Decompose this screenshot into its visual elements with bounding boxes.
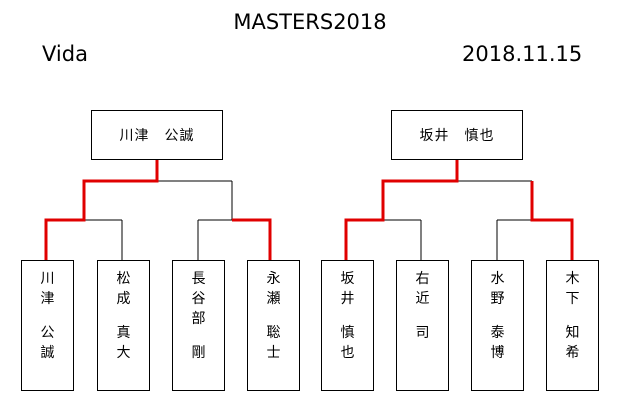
player-name: 坂 井 慎 也: [340, 271, 355, 361]
tournament-title: MASTERS2018: [233, 10, 387, 34]
left-bracket-winner-path: [44, 160, 272, 260]
player-name: 水 野 泰 博: [490, 271, 505, 361]
venue-label: Vida: [42, 42, 88, 66]
left-winner-name: 川津 公誠: [119, 128, 195, 144]
player-name: 永 瀬 聡 士: [266, 271, 281, 361]
player-box: 坂 井 慎 也: [321, 260, 374, 391]
player-box: 水 野 泰 博: [471, 260, 524, 391]
right-winner-name: 坂井 慎也: [419, 128, 495, 144]
player-name: 右 近 司: [415, 271, 430, 341]
player-box: 松 成 真 大: [97, 260, 150, 391]
player-name: 川 津 公 誠: [40, 271, 55, 361]
player-name: 松 成 真 大: [116, 271, 131, 361]
date-label: 2018.11.15: [462, 42, 583, 66]
left-bracket-lines: [84, 180, 233, 260]
right-winner-box: 坂井 慎也: [391, 110, 523, 160]
player-box: 長 谷 部 剛: [172, 260, 225, 391]
player-box: 右 近 司: [396, 260, 449, 391]
right-bracket-lines: [383, 180, 533, 260]
right-bracket-winner-path: [344, 160, 574, 260]
left-winner-box: 川津 公誠: [91, 110, 223, 160]
player-box: 永 瀬 聡 士: [247, 260, 300, 391]
player-box: 川 津 公 誠: [21, 260, 74, 391]
player-box: 木 下 知 希: [546, 260, 599, 391]
player-name: 長 谷 部 剛: [191, 271, 206, 361]
player-name: 木 下 知 希: [565, 271, 580, 361]
